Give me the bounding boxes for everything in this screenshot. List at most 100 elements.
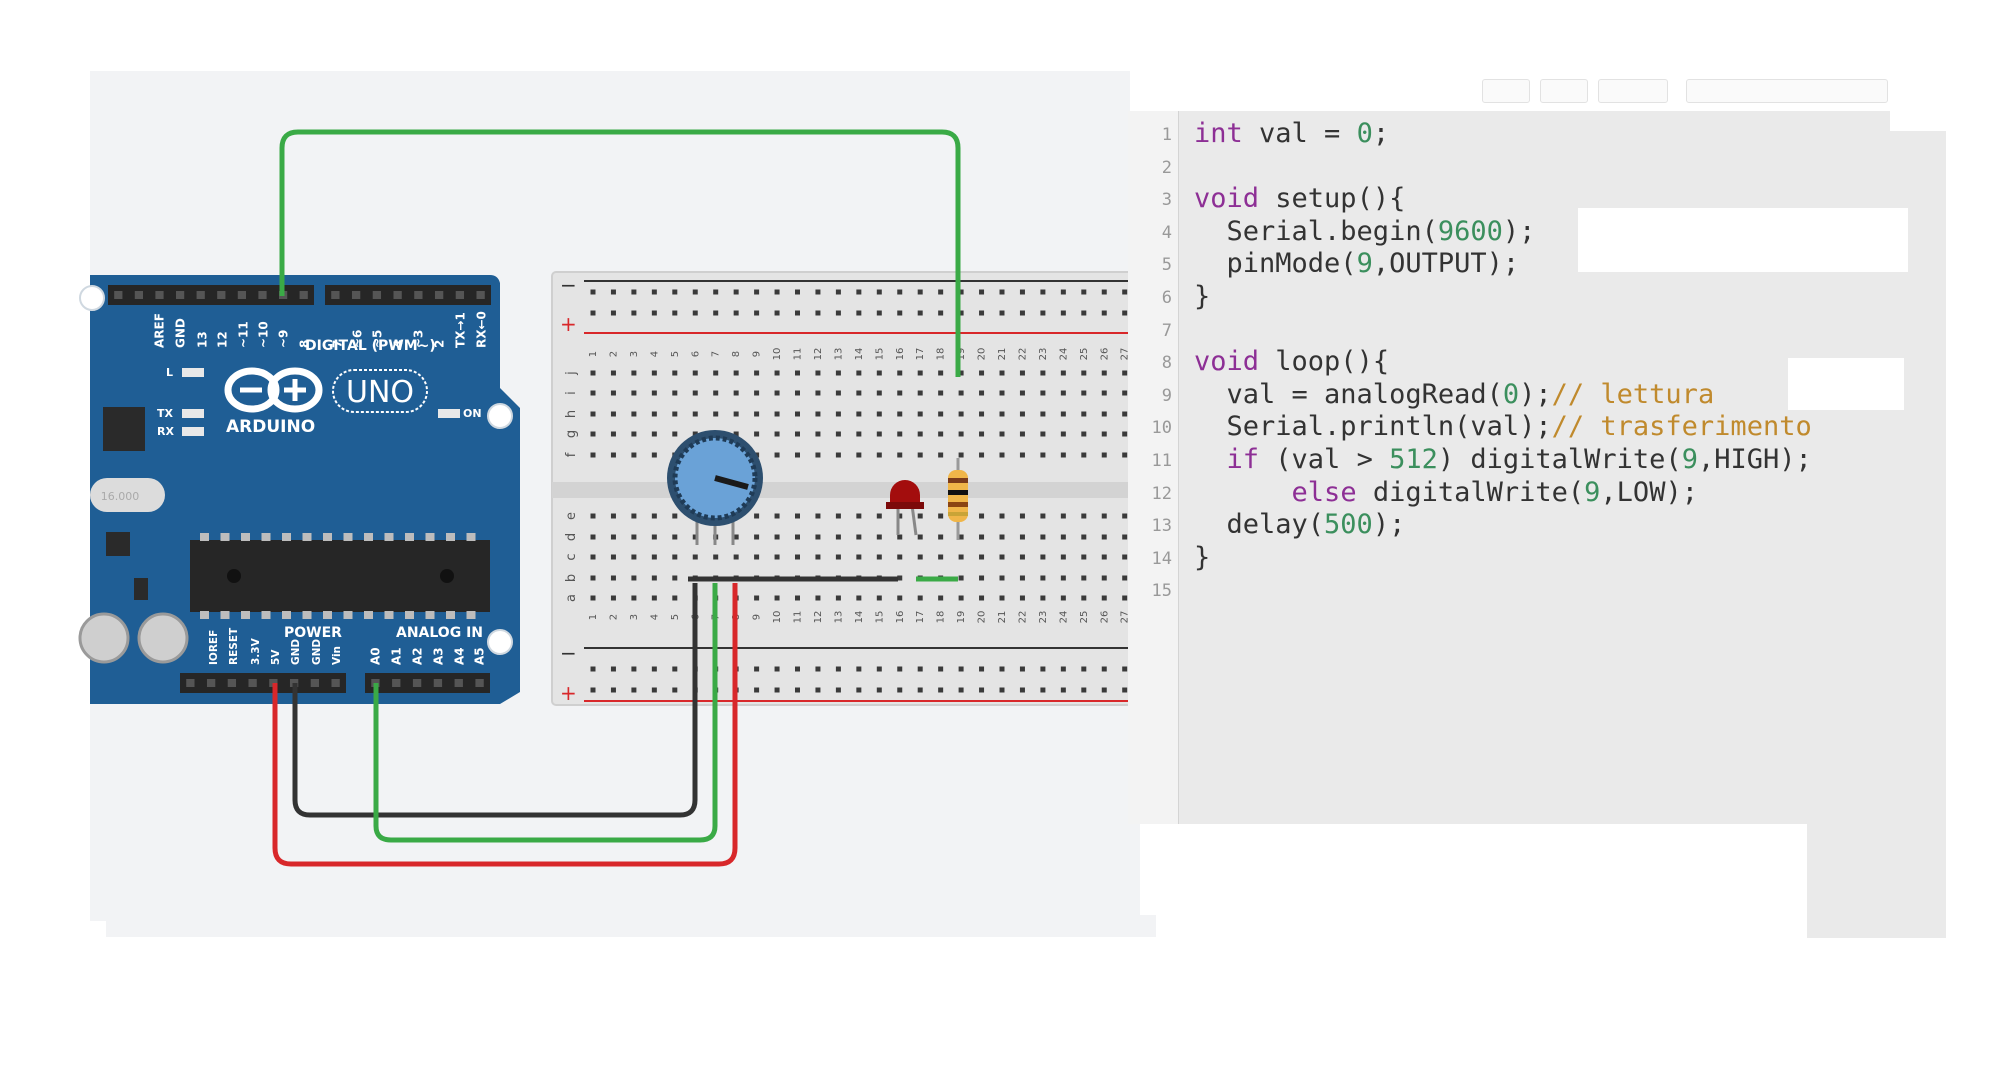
breadboard-hole[interactable] xyxy=(999,390,1005,396)
breadboard-hole[interactable] xyxy=(733,554,739,560)
breadboard-hole[interactable] xyxy=(835,431,841,437)
rail-hole[interactable] xyxy=(1019,687,1025,693)
breadboard-hole[interactable] xyxy=(1101,390,1107,396)
header-pin[interactable] xyxy=(237,291,247,299)
breadboard-hole[interactable] xyxy=(631,370,637,376)
rail-hole[interactable] xyxy=(958,289,964,295)
breadboard-hole[interactable] xyxy=(1122,595,1128,601)
breadboard-hole[interactable] xyxy=(856,554,862,560)
breadboard-hole[interactable] xyxy=(795,554,800,560)
rail-hole[interactable] xyxy=(754,310,760,316)
breadboard-hole[interactable] xyxy=(876,411,882,417)
rail-hole[interactable] xyxy=(713,289,719,295)
breadboard-hole[interactable] xyxy=(1040,431,1046,437)
breadboard-hole[interactable] xyxy=(999,534,1005,540)
rail-hole[interactable] xyxy=(917,666,923,672)
code-line[interactable]: void setup(){ xyxy=(1194,183,1405,214)
breadboard-hole[interactable] xyxy=(876,452,882,458)
rail-hole[interactable] xyxy=(610,666,616,672)
rail-hole[interactable] xyxy=(610,310,616,316)
rail-hole[interactable] xyxy=(651,666,657,672)
breadboard-hole[interactable] xyxy=(610,575,616,581)
rail-hole[interactable] xyxy=(815,310,821,316)
rail-hole[interactable] xyxy=(1101,289,1107,295)
breadboard-hole[interactable] xyxy=(979,595,985,601)
breadboard-hole[interactable] xyxy=(835,452,841,458)
breadboard-hole[interactable] xyxy=(795,431,800,437)
header-pin[interactable] xyxy=(434,291,444,299)
breadboard-hole[interactable] xyxy=(876,390,882,396)
rail-hole[interactable] xyxy=(856,289,862,295)
breadboard-hole[interactable] xyxy=(917,411,923,417)
header-pin[interactable] xyxy=(331,291,340,299)
breadboard-hole[interactable] xyxy=(1019,513,1025,519)
breadboard-hole[interactable] xyxy=(917,513,923,519)
breadboard-hole[interactable] xyxy=(1122,431,1128,437)
header-pin[interactable] xyxy=(412,679,422,687)
rail-hole[interactable] xyxy=(672,310,678,316)
rail-hole[interactable] xyxy=(938,289,944,295)
breadboard-hole[interactable] xyxy=(1081,534,1087,540)
breadboard-hole[interactable] xyxy=(999,370,1005,376)
breadboard-hole[interactable] xyxy=(774,452,780,458)
breadboard-hole[interactable] xyxy=(979,452,985,458)
breadboard-hole[interactable] xyxy=(938,513,944,519)
code-line[interactable]: Serial.begin(9600); xyxy=(1194,216,1536,247)
breadboard-hole[interactable] xyxy=(1019,411,1025,417)
rail-hole[interactable] xyxy=(590,666,596,672)
breadboard-hole[interactable] xyxy=(651,370,657,376)
breadboard-hole[interactable] xyxy=(856,595,862,601)
header-pin[interactable] xyxy=(155,291,164,299)
breadboard-hole[interactable] xyxy=(774,431,780,437)
breadboard-hole[interactable] xyxy=(1060,513,1066,519)
breadboard-hole[interactable] xyxy=(733,390,739,396)
rail-hole[interactable] xyxy=(1040,310,1046,316)
rail-hole[interactable] xyxy=(651,289,657,295)
breadboard-hole[interactable] xyxy=(610,370,616,376)
breadboard-hole[interactable] xyxy=(938,452,944,458)
breadboard-hole[interactable] xyxy=(1081,513,1087,519)
breadboard-hole[interactable] xyxy=(610,390,616,396)
header-pin[interactable] xyxy=(186,679,195,687)
breadboard-hole[interactable] xyxy=(590,431,596,437)
breadboard-hole[interactable] xyxy=(835,554,841,560)
code-line[interactable]: if (val > 512) digitalWrite(9,HIGH); xyxy=(1194,444,1812,475)
breadboard-hole[interactable] xyxy=(590,595,596,601)
breadboard-hole[interactable] xyxy=(1122,411,1128,417)
breadboard-hole[interactable] xyxy=(1019,370,1025,376)
breadboard-hole[interactable] xyxy=(590,452,596,458)
breadboard-hole[interactable] xyxy=(590,534,596,540)
rail-hole[interactable] xyxy=(795,289,800,295)
breadboard-hole[interactable] xyxy=(1060,411,1066,417)
breadboard-hole[interactable] xyxy=(938,554,944,560)
breadboard-hole[interactable] xyxy=(774,513,780,519)
breadboard-hole[interactable] xyxy=(815,534,821,540)
breadboard-hole[interactable] xyxy=(754,554,760,560)
breadboard-hole[interactable] xyxy=(692,390,698,396)
rail-hole[interactable] xyxy=(835,289,841,295)
rail-hole[interactable] xyxy=(897,666,903,672)
breadboard-hole[interactable] xyxy=(610,513,616,519)
breadboard-hole[interactable] xyxy=(672,534,678,540)
code-line[interactable]: else digitalWrite(9,LOW); xyxy=(1194,477,1698,508)
breadboard-hole[interactable] xyxy=(631,452,637,458)
breadboard-hole[interactable] xyxy=(938,431,944,437)
breadboard-hole[interactable] xyxy=(917,554,923,560)
header-pin[interactable] xyxy=(114,291,123,299)
breadboard-hole[interactable] xyxy=(1122,452,1128,458)
breadboard-hole[interactable] xyxy=(1081,411,1087,417)
breadboard-hole[interactable] xyxy=(897,370,903,376)
breadboard-hole[interactable] xyxy=(590,513,596,519)
rail-hole[interactable] xyxy=(774,666,780,672)
breadboard-hole[interactable] xyxy=(917,431,923,437)
breadboard-hole[interactable] xyxy=(856,370,862,376)
breadboard-hole[interactable] xyxy=(979,534,985,540)
header-pin[interactable] xyxy=(454,679,463,687)
breadboard-hole[interactable] xyxy=(1122,390,1128,396)
breadboard-hole[interactable] xyxy=(672,431,678,437)
breadboard-hole[interactable] xyxy=(1101,370,1107,376)
breadboard-hole[interactable] xyxy=(835,390,841,396)
rail-hole[interactable] xyxy=(1040,687,1046,693)
header-pin[interactable] xyxy=(455,291,465,299)
breadboard-hole[interactable] xyxy=(917,534,923,540)
